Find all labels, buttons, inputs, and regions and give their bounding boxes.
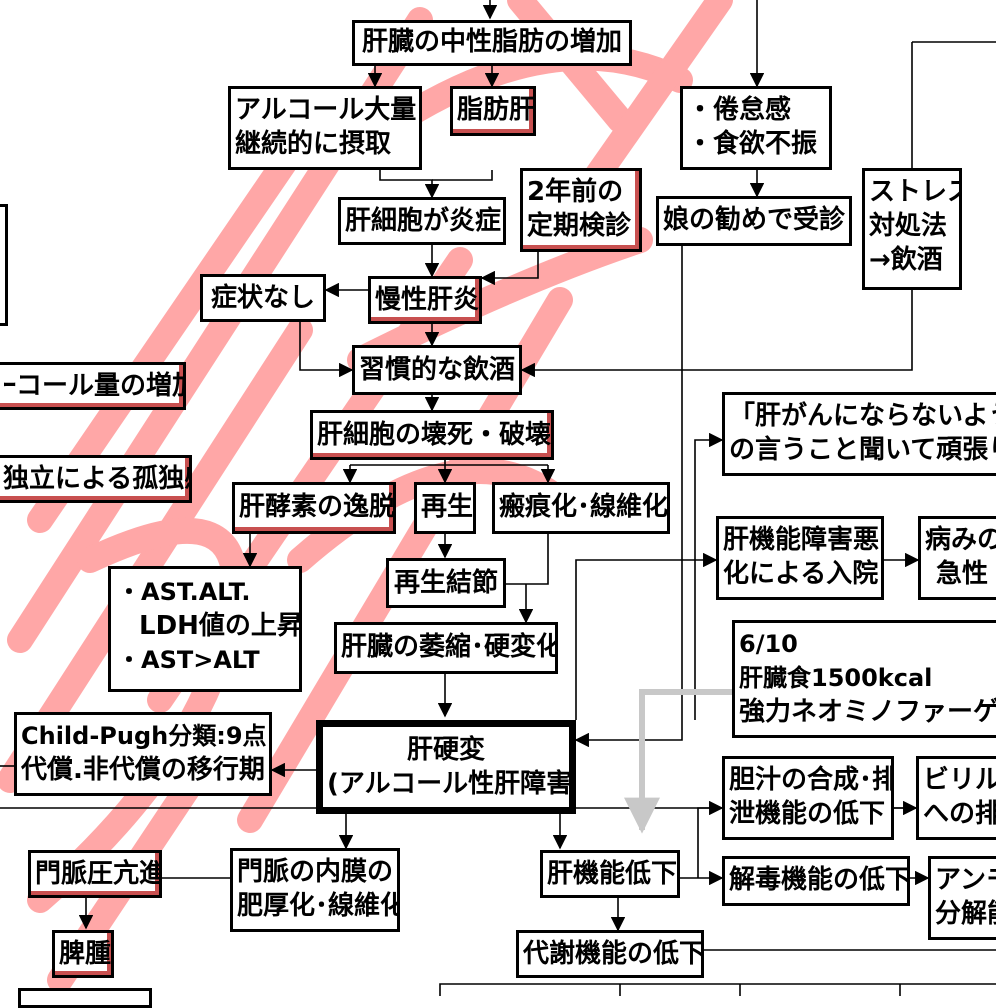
- node-alcohol-increase: ｰコール量の増加: [0, 362, 186, 410]
- node-regeneration: 再生: [414, 482, 476, 534]
- node-text: ストレス: [869, 177, 959, 207]
- node-text: 化による入院: [723, 559, 879, 589]
- node-text: アルコール大量: [235, 95, 417, 125]
- node-liver-dysfunction: 肝機能障害悪 化による入院: [716, 516, 884, 600]
- node-text: 肝臓の萎縮･硬変化: [341, 632, 558, 662]
- node-fibrosis: 瘢痕化･線維化: [492, 482, 670, 534]
- node-hepatocyte-inflammation: 肝細胞が炎症: [338, 197, 506, 245]
- node-text: への排: [923, 799, 996, 829]
- node-text: 肝硬変: [406, 735, 485, 765]
- node-text: 肝臓の中性脂肪の増加: [361, 27, 622, 57]
- node-text: 「肝がんにならないよう: [729, 401, 996, 431]
- node-text: Child-Pugh分類:9点: [21, 722, 267, 750]
- node-text: 6/10: [739, 630, 798, 658]
- node-text: 脂肪肝: [457, 95, 536, 125]
- node-fatigue: ・倦怠感 ・食欲不振: [680, 86, 832, 170]
- node-pain: 病みの 急性: [918, 516, 996, 600]
- node-alcohol-intake: アルコール大量 継続的に摂取: [228, 86, 422, 170]
- node-portal-hypertension: 門脈圧亢進: [28, 850, 162, 898]
- node-text: ・AST.ALT.: [117, 578, 251, 606]
- node-text: LDH値の上昇: [139, 611, 302, 641]
- node-checkup: 2年前の 定期検診: [520, 168, 642, 252]
- node-quote: 「肝がんにならないよう の言うこと聞いて頑張り: [722, 392, 996, 476]
- node-detox-down: 解毒機能の低下: [722, 856, 910, 906]
- node-text: 代償.非代償の移行期: [21, 755, 265, 785]
- node-text: 脾腫: [59, 939, 112, 969]
- node-text: ビリル: [923, 765, 996, 795]
- node-text: 肝細胞が炎症: [345, 206, 502, 236]
- node-text: 肝機能障害悪: [723, 525, 880, 555]
- node-no-symptoms: 症状なし: [200, 274, 326, 322]
- node-text: ｰコール量の増加: [3, 371, 186, 401]
- node-text: 肝臓食1500kcal: [739, 664, 933, 692]
- node-text: 強力ネオミノファーゲ: [739, 697, 996, 727]
- node-daughter-consult: 娘の勧めで受診: [656, 196, 852, 246]
- node-text: 急性: [935, 559, 988, 589]
- node-text: 肥厚化･線維化: [237, 891, 400, 921]
- node-text: 継続的に摂取: [235, 129, 392, 159]
- node-fat-increase: 肝臓の中性脂肪の増加: [352, 20, 632, 66]
- node-text: 娘の勧めで受診: [663, 205, 846, 235]
- node-text: 解毒機能の低下: [729, 865, 910, 895]
- node-bile: 胆汁の合成･排 泄機能の低下: [722, 756, 894, 840]
- node-text: 胆汁の合成･排: [729, 765, 894, 795]
- node-child-pugh: Child-Pugh分類:9点 代償.非代償の移行期: [14, 712, 272, 796]
- node-metabolism-down: 代謝機能の低下: [516, 930, 704, 978]
- node-left-fragment: [0, 204, 8, 326]
- node-regen-nodules: 再生結節: [386, 558, 506, 608]
- node-bilirubin: ビリル への排: [916, 756, 996, 840]
- node-text: 肝酵素の逸脱: [239, 492, 396, 522]
- node-text: 病みの: [925, 525, 996, 555]
- node-isolation: 独立による孤独感: [0, 455, 192, 503]
- node-text: 門脈圧亢進: [35, 859, 162, 889]
- node-text: 泄機能の低下: [729, 799, 886, 829]
- node-diet: 6/10 肝臓食1500kcal 強力ネオミノファーゲ: [732, 620, 996, 738]
- node-text: アンモ: [935, 865, 996, 895]
- node-text: ・食欲不振: [687, 129, 818, 159]
- node-text: 再生結節: [393, 568, 498, 598]
- node-text: 定期検診: [527, 211, 632, 241]
- node-text: の言うこと聞いて頑張り: [729, 435, 996, 465]
- node-text: →飲酒: [869, 245, 943, 275]
- node-text: 独立による孤独感: [3, 464, 192, 494]
- node-text: 肝機能低下: [547, 859, 678, 889]
- node-atrophy: 肝臓の萎縮･硬変化: [334, 622, 558, 674]
- node-text: 習慣的な飲酒: [359, 355, 516, 385]
- node-portal-intima: 門脈の内膜の 肥厚化･線維化: [230, 848, 400, 932]
- node-text: ・倦怠感: [687, 95, 792, 125]
- node-text: 門脈の内膜の: [237, 857, 394, 887]
- node-fatty-liver: 脂肪肝: [450, 86, 536, 136]
- node-text: (アルコール性肝障害): [327, 769, 576, 799]
- node-labs: ・AST.ALT. LDH値の上昇 ・AST>ALT: [108, 566, 302, 692]
- node-habitual-drinking: 習慣的な飲酒: [352, 345, 522, 395]
- node-text: 2年前の: [527, 177, 624, 207]
- node-text: 対処法: [869, 211, 948, 241]
- node-text: ・AST>ALT: [117, 646, 260, 674]
- node-enzyme-release: 肝酵素の逸脱: [232, 482, 396, 534]
- node-text: 肝細胞の壊死・破壊: [317, 420, 552, 450]
- node-ammonia: アンモ 分解能: [928, 856, 996, 940]
- node-text: 再生: [421, 492, 474, 522]
- node-stress: ストレス 対処法 →飲酒: [862, 168, 962, 290]
- node-text: 症状なし: [210, 283, 315, 313]
- node-cirrhosis: 肝硬変 (アルコール性肝障害): [316, 720, 576, 814]
- node-text: 分解能: [935, 899, 996, 929]
- node-splenomegaly: 脾腫: [52, 930, 114, 978]
- node-liver-function-down: 肝機能低下: [540, 850, 680, 898]
- node-hepatocyte-necrosis: 肝細胞の壊死・破壊: [310, 410, 554, 460]
- node-text: 代謝機能の低下: [523, 939, 704, 969]
- node-text: 瘢痕化･線維化: [499, 492, 669, 522]
- node-bottom-fragment: [18, 988, 152, 1008]
- node-chronic-hepatitis: 慢性肝炎: [368, 276, 482, 324]
- node-text: 慢性肝炎: [375, 285, 480, 315]
